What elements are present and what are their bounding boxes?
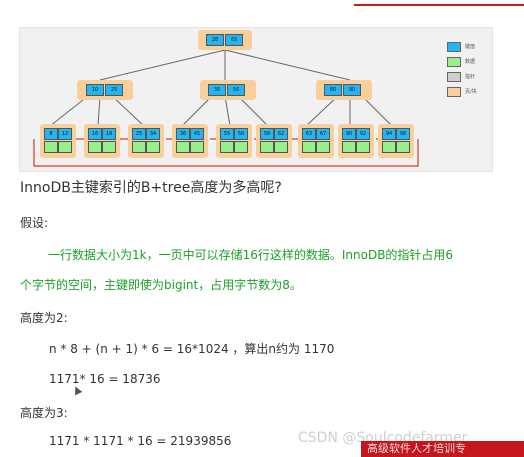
height2-label: 高度为2: [20, 311, 68, 325]
leaf-data [382, 141, 396, 153]
leaf-key: 18 [102, 128, 116, 140]
leaf-data [88, 141, 102, 153]
bplus-tree-diagram: 28 65 10 25 35 56 80 90 8 12 16 18 25 34… [19, 27, 493, 172]
leaf-key: 56 [234, 128, 248, 140]
leaf-key: 94 [382, 128, 396, 140]
leaf-data [356, 141, 370, 153]
legend-swatch-page [447, 87, 461, 97]
internal-key: 90 [343, 84, 361, 96]
top-bar [0, 0, 524, 14]
formula-1: n * 8 + (n + 1) * 6 = 16*1024 ，算出n约为 117… [49, 342, 335, 356]
leaf-key: 90 [342, 128, 356, 140]
leaf-data [274, 141, 288, 153]
leaf-data [220, 141, 234, 153]
bottom-banner: 高级软件人才培训专 [361, 441, 524, 457]
formula-3: 1171 * 1171 * 16 = 21939856 [49, 434, 232, 448]
legend-label: 指针 [465, 74, 476, 80]
leaf-key: 8 [44, 128, 58, 140]
leaf-data [234, 141, 248, 153]
leaf-key: 55 [220, 128, 234, 140]
leaf-key: 16 [88, 128, 102, 140]
internal-key: 10 [86, 84, 104, 96]
leaf-key: 92 [356, 128, 370, 140]
leaf-key: 58 [260, 128, 274, 140]
leaf-data [260, 141, 274, 153]
leaf-data [146, 141, 160, 153]
internal-key: 35 [208, 84, 226, 96]
leaf-key: 62 [274, 128, 288, 140]
leaf-data [102, 141, 116, 153]
legend-key: 键值 [447, 42, 507, 53]
assumption-line-1: 一行数据大小为1k，一页中可以存储16行这样的数据。InnoDB的指针占用6 [48, 248, 454, 262]
leaf-data [302, 141, 316, 153]
formula-2: 1171* 16 = 18736 [49, 372, 161, 386]
leaf-data [396, 141, 410, 153]
legend-swatch-data [447, 57, 461, 67]
leaf-key: 63 [302, 128, 316, 140]
legend-swatch-key [447, 42, 461, 52]
assumption-line-2: 个字节的空间，主键即使为bigint，占用字节数为8。 [20, 278, 302, 292]
leaf-data [190, 141, 204, 153]
leaf-data [176, 141, 190, 153]
legend-label: 键值 [465, 44, 476, 50]
legend-pointer: 指针 [447, 72, 507, 83]
leaf-key: 34 [146, 128, 160, 140]
root-key-2: 65 [225, 34, 243, 46]
leaf-key: 45 [190, 128, 204, 140]
legend-label: 数据 [465, 59, 476, 65]
internal-key: 80 [324, 84, 342, 96]
legend-swatch-pointer [447, 72, 461, 82]
leaf-data [342, 141, 356, 153]
leaf-key: 36 [176, 128, 190, 140]
internal-key: 25 [105, 84, 123, 96]
leaf-data [44, 141, 58, 153]
legend-page: 页/块 [447, 87, 507, 98]
legend-label: 页/块 [465, 89, 477, 95]
leaf-data [316, 141, 330, 153]
top-red-line [354, 4, 524, 6]
leaf-key: 98 [396, 128, 410, 140]
legend-data: 数据 [447, 57, 507, 68]
mouse-cursor-icon [71, 384, 83, 396]
leaf-key: 25 [132, 128, 146, 140]
leaf-data [58, 141, 72, 153]
height3-label: 高度为3: [20, 406, 68, 420]
leaf-key: 67 [316, 128, 330, 140]
question-heading: InnoDB主键索引的B+tree高度为多高呢? [20, 180, 282, 196]
leaf-data [132, 141, 146, 153]
leaf-key: 12 [58, 128, 72, 140]
assumption-label: 假设: [20, 216, 49, 230]
internal-key: 56 [227, 84, 245, 96]
root-key-1: 28 [206, 34, 224, 46]
